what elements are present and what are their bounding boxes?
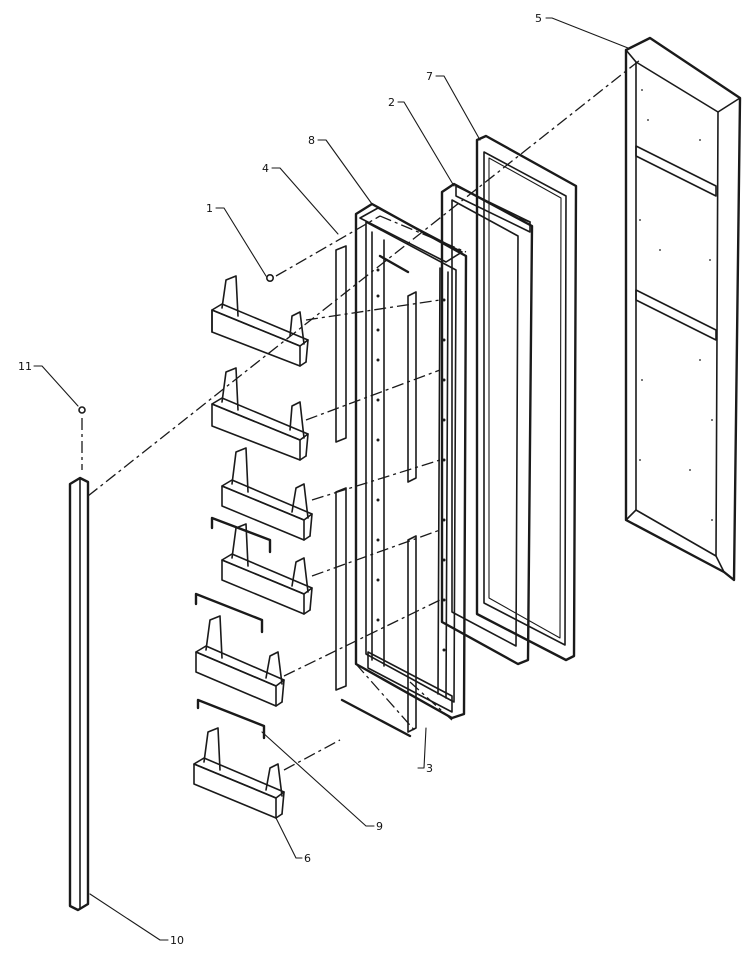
callout-2: 2 — [388, 96, 395, 109]
callout-1: 1 — [206, 202, 213, 215]
part-side-rails — [335, 245, 417, 738]
callout-10: 10 — [170, 934, 184, 947]
part-outer-door-panel — [624, 36, 742, 582]
part-gasket-frame — [475, 134, 578, 662]
door-bins — [193, 275, 313, 819]
part-liner-panel — [440, 182, 534, 666]
callout-8: 8 — [308, 134, 315, 147]
callout-7: 7 — [426, 70, 433, 83]
leader-lines — [33, 17, 629, 941]
door-bin-3 — [221, 447, 313, 541]
screws — [78, 273, 274, 414]
alignment-lines — [81, 59, 641, 771]
part-trim-strip — [68, 476, 90, 912]
door-bin-6 — [193, 698, 285, 819]
door-bin-1 — [211, 275, 309, 367]
door-bin-2 — [211, 367, 309, 461]
callout-6: 6 — [304, 852, 311, 865]
callout-4: 4 — [262, 162, 269, 175]
door-bin-4 — [210, 516, 313, 615]
callout-9: 9 — [376, 820, 383, 833]
callout-5: 5 — [535, 12, 542, 25]
callout-3: 3 — [426, 762, 433, 775]
part-inner-door-frame — [354, 202, 468, 720]
callout-11: 11 — [18, 360, 32, 373]
callout-labels: 1 2 3 4 5 6 7 8 9 10 11 — [18, 12, 542, 947]
door-bin-5 — [194, 592, 285, 707]
